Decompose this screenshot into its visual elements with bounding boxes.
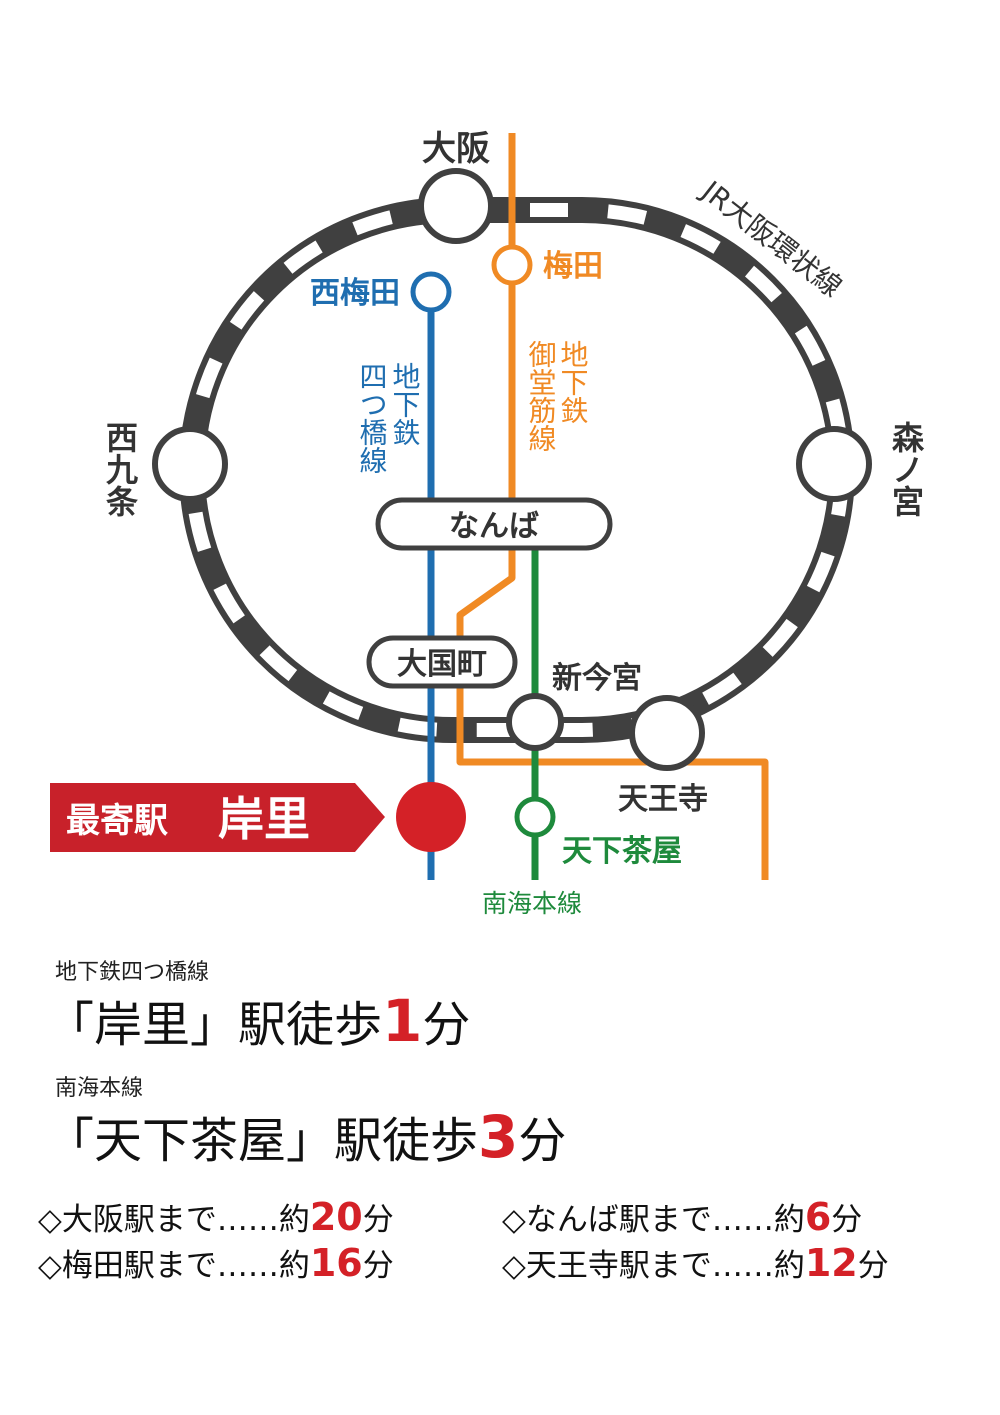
label-namba: なんば (449, 509, 539, 544)
label-yotsubashi-line: 地下鉄 四つ橋線 (356, 362, 422, 474)
label-nankai-line: 南海本線 (482, 889, 582, 918)
station-nishikujo-circle (152, 426, 228, 502)
walk1-unit: 分 (422, 997, 471, 1053)
station-tengachaya-circle (514, 796, 556, 838)
station-nishiumeda-circle (410, 271, 452, 313)
label-imamiya: 新今宮 (552, 661, 642, 696)
station-umeda-circle (491, 244, 533, 286)
label-morinomiya: 森ノ宮 (887, 421, 925, 517)
station-tennoji-circle (629, 695, 705, 771)
access-osaka-unit: 分 (362, 1202, 394, 1238)
access-tennoji-unit: 分 (857, 1248, 889, 1284)
label-nishikujo: 西九条 (101, 421, 139, 517)
access-namba-text: ◇なんば駅まで……約 (502, 1202, 805, 1238)
label-tengachaya: 天下茶屋 (562, 834, 682, 869)
access-tennoji: ◇天王寺駅まで……約12分 (502, 1244, 889, 1282)
access-namba: ◇なんば駅まで……約6分 (502, 1198, 862, 1236)
walk2-prefix: 「天下茶屋」駅徒歩 (46, 1113, 479, 1169)
station-morinomiya-circle (796, 426, 872, 502)
access-tennoji-num: 12 (804, 1241, 858, 1285)
route-map: 大阪 梅田 西梅田 なんば 大国町 新今宮 天王寺 天下茶屋 南海本線 岸里 最… (50, 129, 925, 918)
walk2-text: 「天下茶屋」駅徒歩3分 (46, 1108, 566, 1166)
walk1-text: 「岸里」駅徒歩1分 (46, 992, 470, 1050)
label-nishiumeda: 西梅田 (310, 276, 400, 311)
walk2-number: 3 (478, 1103, 519, 1171)
loop-line (179, 197, 855, 743)
label-nearest-name: 岸里 (218, 792, 310, 846)
access-umeda: ◇梅田駅まで……約16分 (38, 1244, 394, 1282)
label-osaka: 大阪 (422, 129, 490, 169)
access-umeda-num: 16 (309, 1241, 363, 1285)
access-tennoji-text: ◇天王寺駅まで……約 (502, 1248, 805, 1284)
access-osaka: ◇大阪駅まで……約20分 (38, 1198, 394, 1236)
label-nearest-badge: 最寄駅 (66, 801, 168, 841)
walk2-unit: 分 (518, 1113, 567, 1169)
label-midosuji-line: 地下鉄 御堂筋線 (525, 340, 590, 452)
station-imamiya-circle (506, 693, 564, 751)
station-osaka-circle (418, 168, 494, 244)
label-tennoji: 天王寺 (618, 782, 708, 817)
nearest-station-dot (396, 782, 466, 852)
walk2-line-label: 南海本線 (55, 1076, 144, 1101)
label-daikokucho: 大国町 (397, 647, 487, 682)
svg-text:地下鉄: 地下鉄 (389, 362, 422, 446)
svg-text:地下鉄: 地下鉄 (557, 340, 590, 424)
access-namba-unit: 分 (831, 1202, 863, 1238)
svg-text:御堂筋線: 御堂筋線 (525, 340, 558, 452)
access-umeda-unit: 分 (362, 1248, 394, 1284)
station-daikokucho-pill (366, 635, 518, 689)
access-osaka-num: 20 (309, 1195, 363, 1239)
station-namba-pill (375, 497, 613, 551)
access-osaka-text: ◇大阪駅まで……約 (38, 1202, 310, 1238)
walk1-prefix: 「岸里」駅徒歩 (46, 997, 383, 1053)
walk1-line-label: 地下鉄四つ橋線 (55, 960, 210, 985)
svg-text:四つ橋線: 四つ橋線 (356, 362, 389, 474)
walk1-number: 1 (382, 987, 423, 1055)
access-umeda-text: ◇梅田駅まで……約 (38, 1248, 310, 1284)
label-umeda: 梅田 (543, 249, 603, 284)
nearest-station-banner (50, 783, 385, 852)
access-namba-num: 6 (804, 1195, 832, 1239)
